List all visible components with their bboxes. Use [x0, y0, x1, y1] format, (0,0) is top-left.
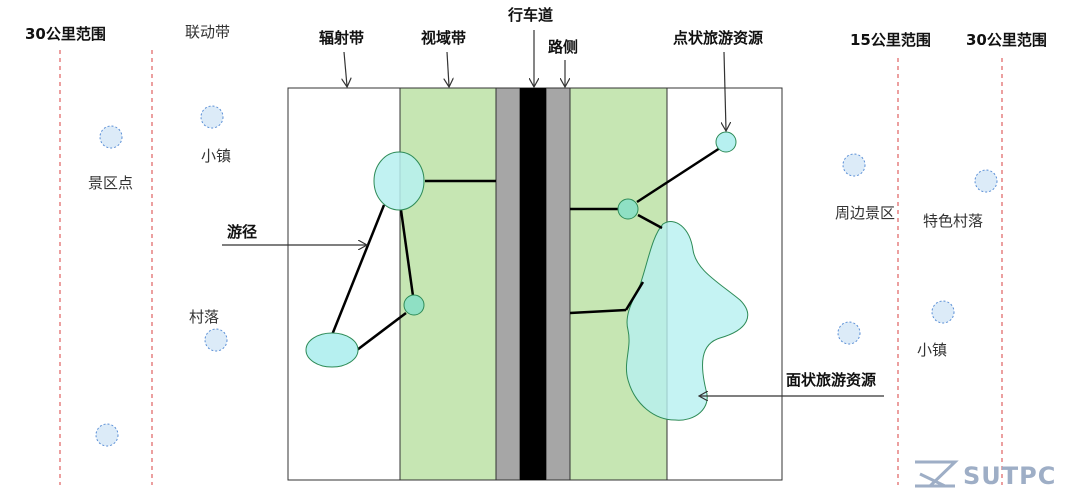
point-resource-small — [617, 198, 639, 220]
node-bottom-left — [95, 423, 119, 447]
logo-text: SUTPC — [963, 462, 1056, 490]
node-town-right — [931, 300, 955, 324]
label-trail: 游径 — [227, 223, 257, 241]
label-village: 村落 — [189, 308, 219, 326]
label-town-right: 小镇 — [917, 341, 947, 359]
view-belt-left — [399, 87, 497, 481]
trail-line — [636, 146, 721, 204]
label-range30-right: 30公里范围 — [966, 31, 1047, 49]
label-carriageway: 行车道 — [507, 6, 553, 24]
area-tourism-resource — [625, 221, 749, 421]
trail-line — [637, 213, 663, 230]
point-resource-large — [373, 151, 425, 211]
label-featured-village: 特色村落 — [923, 212, 983, 230]
label-scenic-spot: 景区点 — [88, 174, 133, 192]
arrow-point-resource — [724, 51, 726, 130]
trail-line — [356, 312, 407, 351]
label-view-belt: 视域带 — [421, 29, 466, 47]
label-range30-left: 30公里范围 — [25, 25, 106, 43]
carriageway — [520, 88, 546, 480]
label-range15-right: 15公里范围 — [850, 31, 931, 49]
label-linkage-belt: 联动带 — [185, 23, 230, 41]
arrow-view-belt — [447, 51, 449, 86]
sutpc-logo: SUTPC — [915, 460, 1056, 490]
label-town-left: 小镇 — [201, 147, 231, 165]
trail-line — [330, 204, 386, 336]
node-village — [204, 328, 228, 352]
point-resource-small — [715, 131, 737, 153]
trail-line — [624, 281, 645, 311]
node-nearby-scenic — [842, 153, 866, 177]
label-point-resource: 点状旅游资源 — [673, 29, 763, 47]
trail-line — [569, 308, 627, 315]
label-area-resource: 面状旅游资源 — [786, 371, 876, 389]
roadside-right — [545, 87, 571, 481]
label-roadside: 路侧 — [548, 38, 578, 56]
trail-line — [399, 209, 415, 297]
point-resource-small — [403, 294, 425, 316]
logo-mark-icon — [915, 460, 959, 488]
node-right-mid — [837, 321, 861, 345]
node-scenic-spot — [99, 125, 123, 149]
point-resource-oval — [305, 332, 359, 368]
roadside-left — [495, 87, 521, 481]
node-town-left — [200, 105, 224, 129]
arrow-radiation-belt — [344, 51, 347, 86]
label-nearby-scenic: 周边景区 — [835, 204, 895, 222]
label-radiation-belt: 辐射带 — [319, 29, 364, 47]
node-featured-village — [974, 169, 998, 193]
